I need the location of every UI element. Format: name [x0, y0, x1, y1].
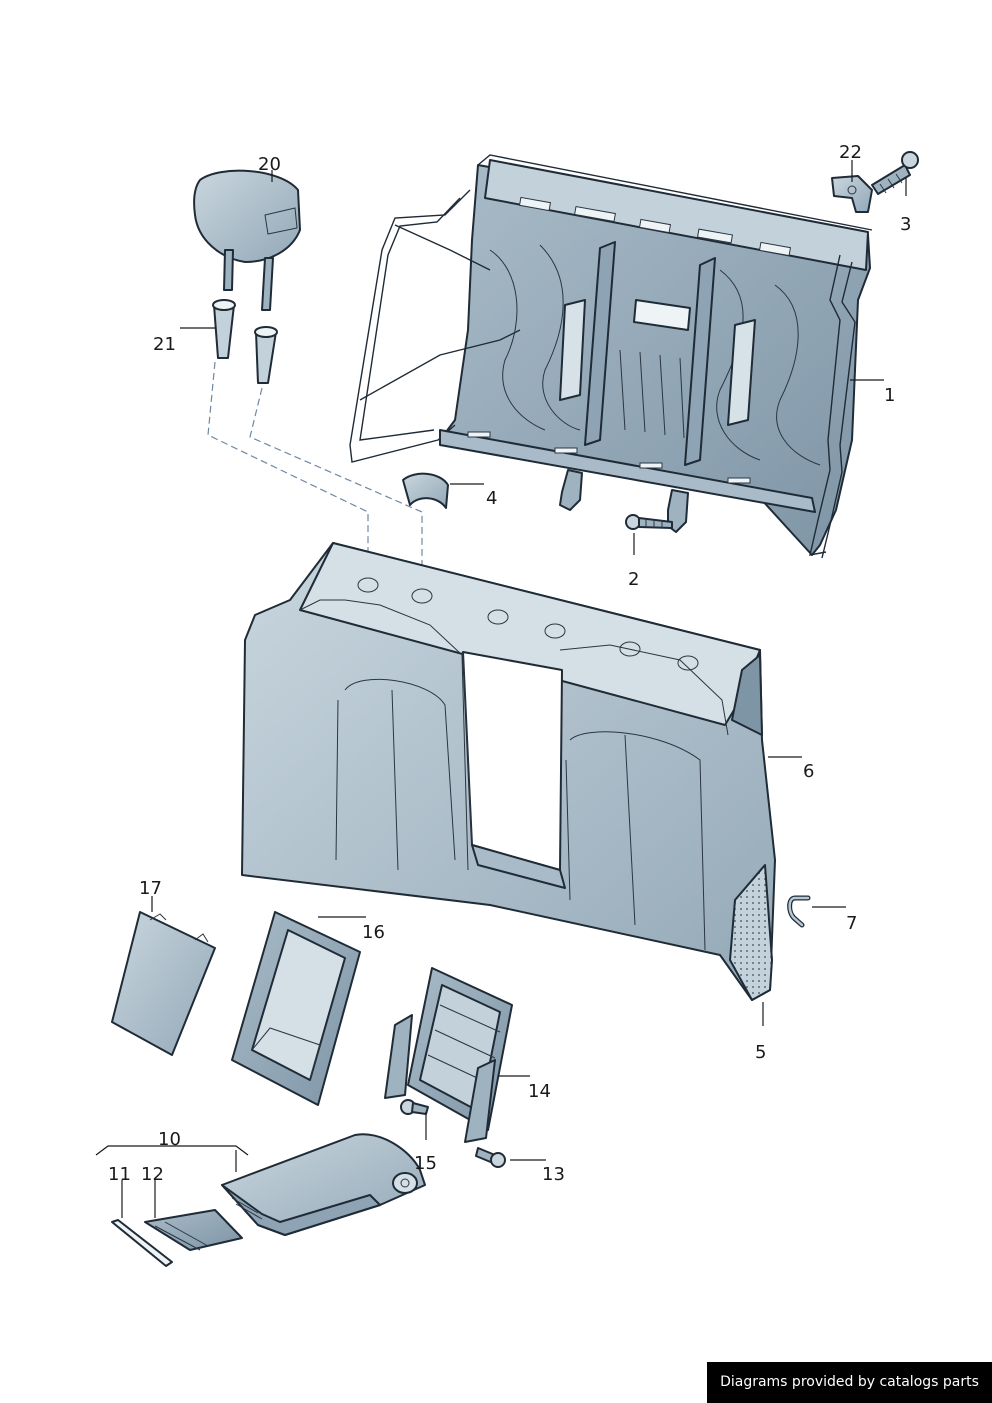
- leader-lines: [95, 160, 907, 1218]
- hook-7: [787, 895, 811, 928]
- callout-21: 21: [153, 334, 176, 355]
- callout-5: 5: [755, 1042, 766, 1063]
- cover-panel-17: [111, 911, 216, 1056]
- footer-credit: Diagrams provided by catalogs parts: [707, 1362, 992, 1403]
- callout-10: 10: [158, 1129, 181, 1150]
- callout-17: 17: [139, 878, 162, 899]
- callout-11: 11: [108, 1164, 131, 1185]
- armrest-10: [221, 1133, 426, 1236]
- headrest: [193, 169, 301, 311]
- callout-16: 16: [362, 922, 385, 943]
- screw-13: [475, 1147, 506, 1168]
- callout-2: 2: [628, 569, 639, 590]
- screw-3: [871, 151, 919, 195]
- screw-15: [400, 1099, 429, 1115]
- callout-12: 12: [141, 1164, 164, 1185]
- callout-4: 4: [486, 488, 497, 509]
- callout-1: 1: [884, 385, 895, 406]
- backrest-frame: [349, 154, 873, 559]
- callout-20: 20: [258, 154, 281, 175]
- backrest-pad: [241, 542, 776, 1001]
- assembly-guide-right: [249, 387, 423, 592]
- callout-6: 6: [803, 761, 814, 782]
- callout-15: 15: [414, 1153, 437, 1174]
- insert-tray-12: [144, 1209, 243, 1251]
- callout-7: 7: [846, 913, 857, 934]
- trim-strip-11: [111, 1219, 173, 1267]
- assembly-guide-left: [207, 361, 369, 580]
- callout-numbers: 1 2 3 4 5 6 7 10 11 12 13 14 15 16 17 20…: [108, 142, 911, 1185]
- frame-16: [231, 911, 361, 1106]
- callout-13: 13: [542, 1164, 565, 1185]
- clip-4: [402, 472, 449, 509]
- seat-bracket: [831, 175, 873, 213]
- callout-3: 3: [900, 214, 911, 235]
- mounting-plate-14: [384, 967, 513, 1143]
- callout-14: 14: [528, 1081, 551, 1102]
- screw-2: [625, 514, 673, 530]
- side-foam-5: [729, 864, 773, 1001]
- callout-22: 22: [839, 142, 862, 163]
- headrest-guide-sleeves: [212, 299, 278, 384]
